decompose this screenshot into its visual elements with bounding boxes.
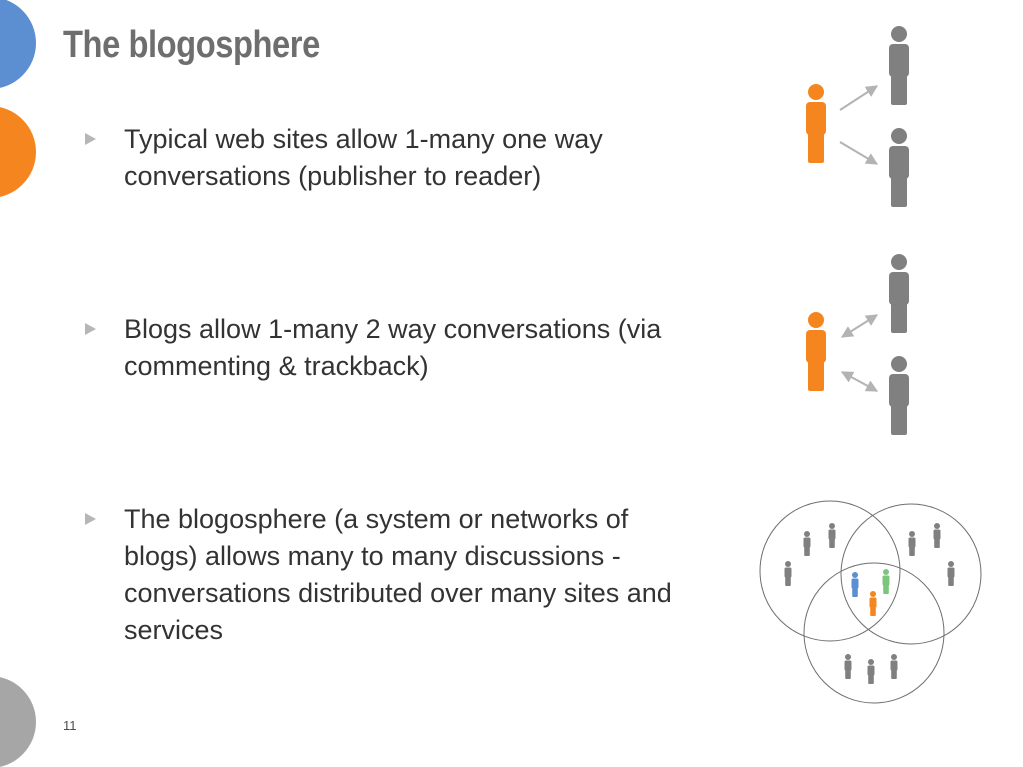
person-icon — [828, 523, 836, 548]
slide-title: The blogosphere — [63, 24, 320, 66]
green-person-icon — [882, 569, 890, 594]
reader-person-icon — [889, 356, 909, 435]
bullet-triangle-icon — [85, 133, 96, 145]
reader-person-icon — [889, 26, 909, 105]
person-icon — [844, 654, 852, 679]
bullet-item: The blogosphere (a system or networks of… — [85, 501, 705, 649]
blue-circle-decoration — [0, 0, 36, 88]
orange-circle-decoration — [0, 107, 36, 197]
person-icon — [908, 531, 916, 556]
bullet-triangle-icon — [85, 513, 96, 525]
blue-person-icon — [851, 572, 859, 597]
reader-person-icon — [889, 254, 909, 333]
venn-circle — [803, 562, 945, 704]
double-arrow-icon — [840, 371, 879, 392]
venn-circle — [840, 503, 982, 645]
bullet-text: Typical web sites allow 1-many one way c… — [124, 124, 603, 191]
two-way-diagram — [806, 254, 909, 435]
venn-circle — [759, 500, 901, 642]
bullet-text: The blogosphere (a system or networks of… — [124, 504, 672, 645]
person-icon — [947, 561, 955, 586]
reader-person-icon — [889, 128, 909, 207]
bullet-item: Typical web sites allow 1-many one way c… — [85, 121, 705, 195]
decorative-circles — [0, 0, 36, 767]
person-icon — [867, 659, 875, 684]
orange-person-icon — [869, 591, 877, 616]
person-icon — [933, 523, 941, 548]
person-icon — [890, 654, 898, 679]
double-arrow-icon — [840, 314, 879, 338]
publisher-person-icon — [806, 312, 826, 391]
one-way-diagram — [806, 26, 909, 207]
arrow-icon — [839, 85, 879, 111]
publisher-person-icon — [806, 84, 826, 163]
person-icon — [784, 561, 792, 586]
gray-circle-decoration — [0, 677, 36, 767]
bullet-triangle-icon — [85, 323, 96, 335]
page-number: 11 — [63, 718, 77, 733]
arrow-icon — [839, 141, 879, 165]
bullet-text: Blogs allow 1-many 2 way conversations (… — [124, 314, 662, 381]
network-venn-diagram — [759, 500, 982, 704]
person-icon — [803, 531, 811, 556]
bullet-item: Blogs allow 1-many 2 way conversations (… — [85, 311, 705, 385]
